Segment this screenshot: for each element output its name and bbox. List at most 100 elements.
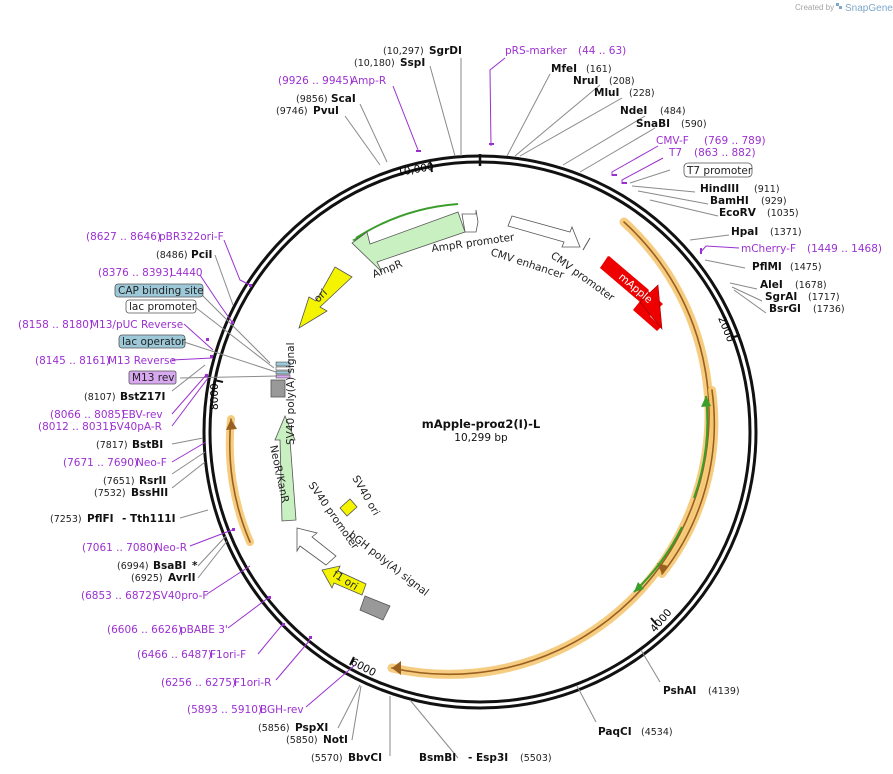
enzyme-sspi-label[interactable]: SspI: [400, 57, 425, 69]
snapgene-logo-icon: [836, 3, 842, 9]
enzyme-rsrii-label[interactable]: RsrII: [139, 475, 166, 487]
primer-ebv-rev-label[interactable]: EBV-rev: [122, 409, 163, 421]
primer-neo-r-range: (7061 .. 7080): [82, 542, 157, 554]
f1-ori-arrow: [321, 565, 367, 596]
enzyme-bstbi-label[interactable]: BstBI: [132, 439, 163, 451]
lac-promoter-box[interactable]: [125, 299, 197, 314]
plasmid-length: 10,299 bp: [454, 432, 508, 444]
enzyme-pflmi-label[interactable]: PflMI: [752, 261, 782, 273]
enzyme-bsmbi-label[interactable]: BsmBI: [419, 752, 456, 764]
enzyme-pflfi-label[interactable]: PflFI: [87, 513, 114, 525]
ori-arrow: [298, 266, 353, 329]
enzyme-hpai-label[interactable]: HpaI: [731, 226, 758, 238]
cap-binding-site-box[interactable]: [114, 283, 204, 298]
primer-prs-marker-label[interactable]: pRS-marker: [505, 45, 568, 57]
sv40-polya-label: SV40 poly(A) signal: [285, 342, 297, 445]
primer-f1ori-r-range: (6256 .. 6275): [161, 677, 236, 689]
t7-promoter-box[interactable]: [683, 162, 753, 178]
enzyme-bsrgi-pos: (1736): [813, 304, 845, 315]
enzyme-pspxi-label[interactable]: PspXI: [295, 722, 328, 734]
enzyme-avrii-pos: (6925): [131, 573, 163, 584]
primer-amp-r-label[interactable]: Amp-R: [351, 75, 386, 87]
primer-m13-reverse-range: (8145 .. 8161): [35, 355, 110, 367]
enzyme-avrii-label[interactable]: AvrII: [168, 572, 196, 584]
enzyme-noti-label[interactable]: NotI: [323, 734, 348, 746]
orf-glow-right: [387, 217, 714, 679]
primer-pbabe3-label[interactable]: pBABE 3': [180, 624, 228, 636]
enzyme-ndei-label[interactable]: NdeI: [620, 105, 647, 117]
primer-pbabe3-range: (6606 .. 6626): [107, 624, 182, 636]
enzyme-bsabi-star: *: [192, 560, 198, 572]
cmv-enhancer-arrow: [507, 215, 581, 248]
enzyme-mlui-label[interactable]: MluI: [594, 87, 619, 99]
primer-sv40pa-r-label[interactable]: SV40pA-R: [110, 421, 162, 433]
neor-kanr-arrow: [274, 414, 297, 522]
snapgene-brand: SnapGene: [845, 3, 893, 14]
enzyme-noti-pos: (5850): [286, 735, 318, 746]
ampr-promoter-arrow: [461, 209, 479, 233]
enzyme-paqci-pos: (4534): [641, 727, 673, 738]
orf-green-3: [355, 203, 459, 239]
primer-cmv-f-label[interactable]: CMV-F: [656, 135, 689, 147]
m13-rev-box[interactable]: [128, 370, 177, 385]
enzyme-scai-label[interactable]: ScaI: [331, 93, 356, 105]
enzyme-bsabi-pos: (6994): [117, 561, 149, 572]
cmv-promoter-arrow: [582, 237, 591, 251]
enzyme-nrui-label[interactable]: NruI: [573, 75, 598, 87]
lac-operator-box[interactable]: [118, 334, 186, 349]
primer-neo-f-label[interactable]: Neo-F: [136, 457, 167, 469]
enzyme-pvui-label[interactable]: PvuI: [313, 105, 339, 117]
enzyme-ecorv-label[interactable]: EcoRV: [719, 207, 757, 219]
enzyme-hindiii-label[interactable]: HindIII: [700, 183, 739, 195]
enzyme-bstz17i-label[interactable]: BstZ17I: [120, 391, 165, 403]
primer-sv40pa-r-range: (8012 .. 8031): [38, 421, 113, 433]
enzyme-pflfi-pos: (7253): [50, 514, 82, 525]
enzyme-bsabi-label[interactable]: BsaBI: [153, 560, 186, 572]
enzyme-paqci-label[interactable]: PaqCI: [598, 726, 632, 738]
enzyme-bsmbi-pos: (5503): [520, 753, 552, 764]
tick-label-10000: 10,000: [396, 161, 434, 179]
enzyme-sgrai-label[interactable]: SgrAI: [765, 291, 797, 303]
enzyme-bamhi-label[interactable]: BamHI: [710, 195, 749, 207]
enzyme-bsrgi-label[interactable]: BsrGI: [769, 303, 801, 315]
primer-m13-reverse-label[interactable]: M13 Reverse: [108, 355, 176, 367]
enzyme-bsshii-label[interactable]: BssHII: [131, 487, 168, 499]
enzyme-nrui-pos: (208): [609, 76, 635, 87]
enzyme-sgrdi-label[interactable]: SgrDI: [429, 45, 462, 57]
primer-neo-r-label[interactable]: Neo-R: [155, 542, 187, 554]
enzyme-sgrdi-pos: (10,297): [383, 46, 424, 57]
enzyme-pcii-pos: (8486): [156, 250, 188, 261]
enzyme-mlui-pos: (228): [629, 88, 655, 99]
enzyme-pvui-pos: (9746): [276, 106, 308, 117]
primer-f1ori-f-label[interactable]: F1ori-F: [210, 649, 246, 661]
primer-mcherry-f-label[interactable]: mCherry-F: [741, 243, 796, 255]
enzyme-tth111i-label[interactable]: - Tth111I: [122, 513, 176, 525]
primer-pbr322ori-f-label[interactable]: pBR322ori-F: [159, 231, 224, 243]
lac-operator-label: lac operator: [122, 336, 186, 348]
primer-cmv-f-range: (769 .. 789): [704, 135, 766, 147]
primer-l4440-label[interactable]: L4440: [170, 267, 203, 279]
primer-m13-puc-reverse-label[interactable]: M13/pUC Reverse: [90, 319, 183, 331]
enzyme-alei-label[interactable]: AleI: [760, 279, 783, 291]
enzyme-pcii-label[interactable]: PciI: [191, 249, 212, 261]
enzyme-hindiii-pos: (911): [754, 184, 780, 195]
enzyme-bstz17i-pos: (8107): [84, 392, 116, 403]
mapple-label: mApple: [616, 271, 654, 306]
primer-f1ori-r-label[interactable]: F1ori-R: [234, 677, 271, 689]
enzyme-sspi-pos: (10,180): [354, 58, 395, 69]
primer-t7-label[interactable]: T7: [668, 147, 682, 159]
primer-sv40pro-f-label[interactable]: SV40pro-F: [154, 590, 208, 602]
enzyme-esp3i-label[interactable]: - Esp3I: [468, 752, 508, 764]
sv40-promoter-arrow: [296, 527, 337, 566]
primer-f1ori-f-range: (6466 .. 6487): [137, 649, 212, 661]
enzyme-ecorv-pos: (1035): [767, 208, 799, 219]
primer-prs-marker-range: (44 .. 63): [578, 45, 626, 57]
enzyme-pspxi-pos: (5856): [258, 723, 290, 734]
enzyme-bbvci-label[interactable]: BbvCI: [348, 752, 382, 764]
enzyme-snabi-label[interactable]: SnaBI: [636, 118, 670, 130]
enzyme-pshai-label[interactable]: PshAI: [663, 685, 696, 697]
primer-bgh-rev-label[interactable]: BGH-rev: [260, 704, 304, 716]
enzyme-bbvci-pos: (5570): [311, 753, 343, 764]
enzyme-mfei-label[interactable]: MfeI: [551, 63, 577, 75]
enzyme-hpai-pos: (1371): [770, 227, 802, 238]
